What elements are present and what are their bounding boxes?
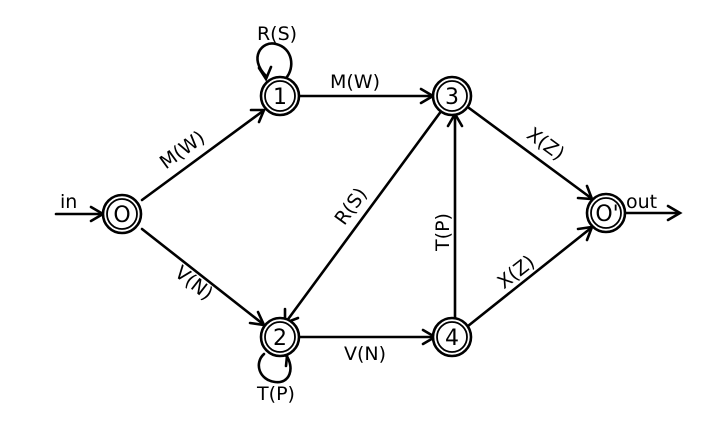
label-edge-1-3: M(W) bbox=[330, 71, 380, 93]
node-4-label: 4 bbox=[445, 326, 459, 351]
label-edge-1-loop: R(S) bbox=[257, 23, 297, 45]
label-out: out bbox=[626, 191, 657, 213]
label-edge-4-3: T(P) bbox=[432, 213, 454, 252]
node-1-label: 1 bbox=[273, 85, 287, 110]
node-0: O bbox=[101, 193, 143, 235]
edge-4-out bbox=[466, 226, 593, 328]
label-edge-0-2: V(N) bbox=[170, 262, 217, 305]
edge-3-2 bbox=[284, 108, 444, 324]
node-out-label: O' bbox=[595, 202, 618, 227]
node-0-label: O bbox=[113, 203, 130, 228]
edges bbox=[54, 42, 683, 384]
self-loop-2 bbox=[257, 352, 292, 384]
label-in: in bbox=[60, 191, 77, 213]
self-loop-1 bbox=[256, 42, 293, 80]
edge-0-2 bbox=[140, 227, 265, 326]
label-edge-2-4: V(N) bbox=[344, 343, 386, 365]
arrowhead-out bbox=[666, 204, 683, 222]
node-4: 4 bbox=[431, 316, 473, 358]
node-3-label: 3 bbox=[445, 85, 459, 110]
label-edge-0-1: M(W) bbox=[156, 127, 209, 174]
arrowhead-loop-1 bbox=[257, 65, 273, 82]
arrowhead-0-1 bbox=[249, 108, 266, 124]
edge-labels: in out M(W) M(W) R(S) V(N) T(P) R(S) V(N… bbox=[60, 23, 657, 405]
label-edge-2-loop: T(P) bbox=[256, 383, 295, 405]
node-out: O' bbox=[585, 192, 627, 234]
node-2-label: 2 bbox=[273, 326, 287, 351]
label-edge-3-2: R(S) bbox=[330, 184, 371, 229]
edge-3-out bbox=[467, 106, 593, 200]
edge-0-1 bbox=[140, 109, 265, 202]
node-2: 2 bbox=[259, 316, 301, 358]
node-3: 3 bbox=[431, 75, 473, 117]
node-1: 1 bbox=[259, 75, 301, 117]
label-edge-3-out: X(Z) bbox=[523, 123, 569, 165]
